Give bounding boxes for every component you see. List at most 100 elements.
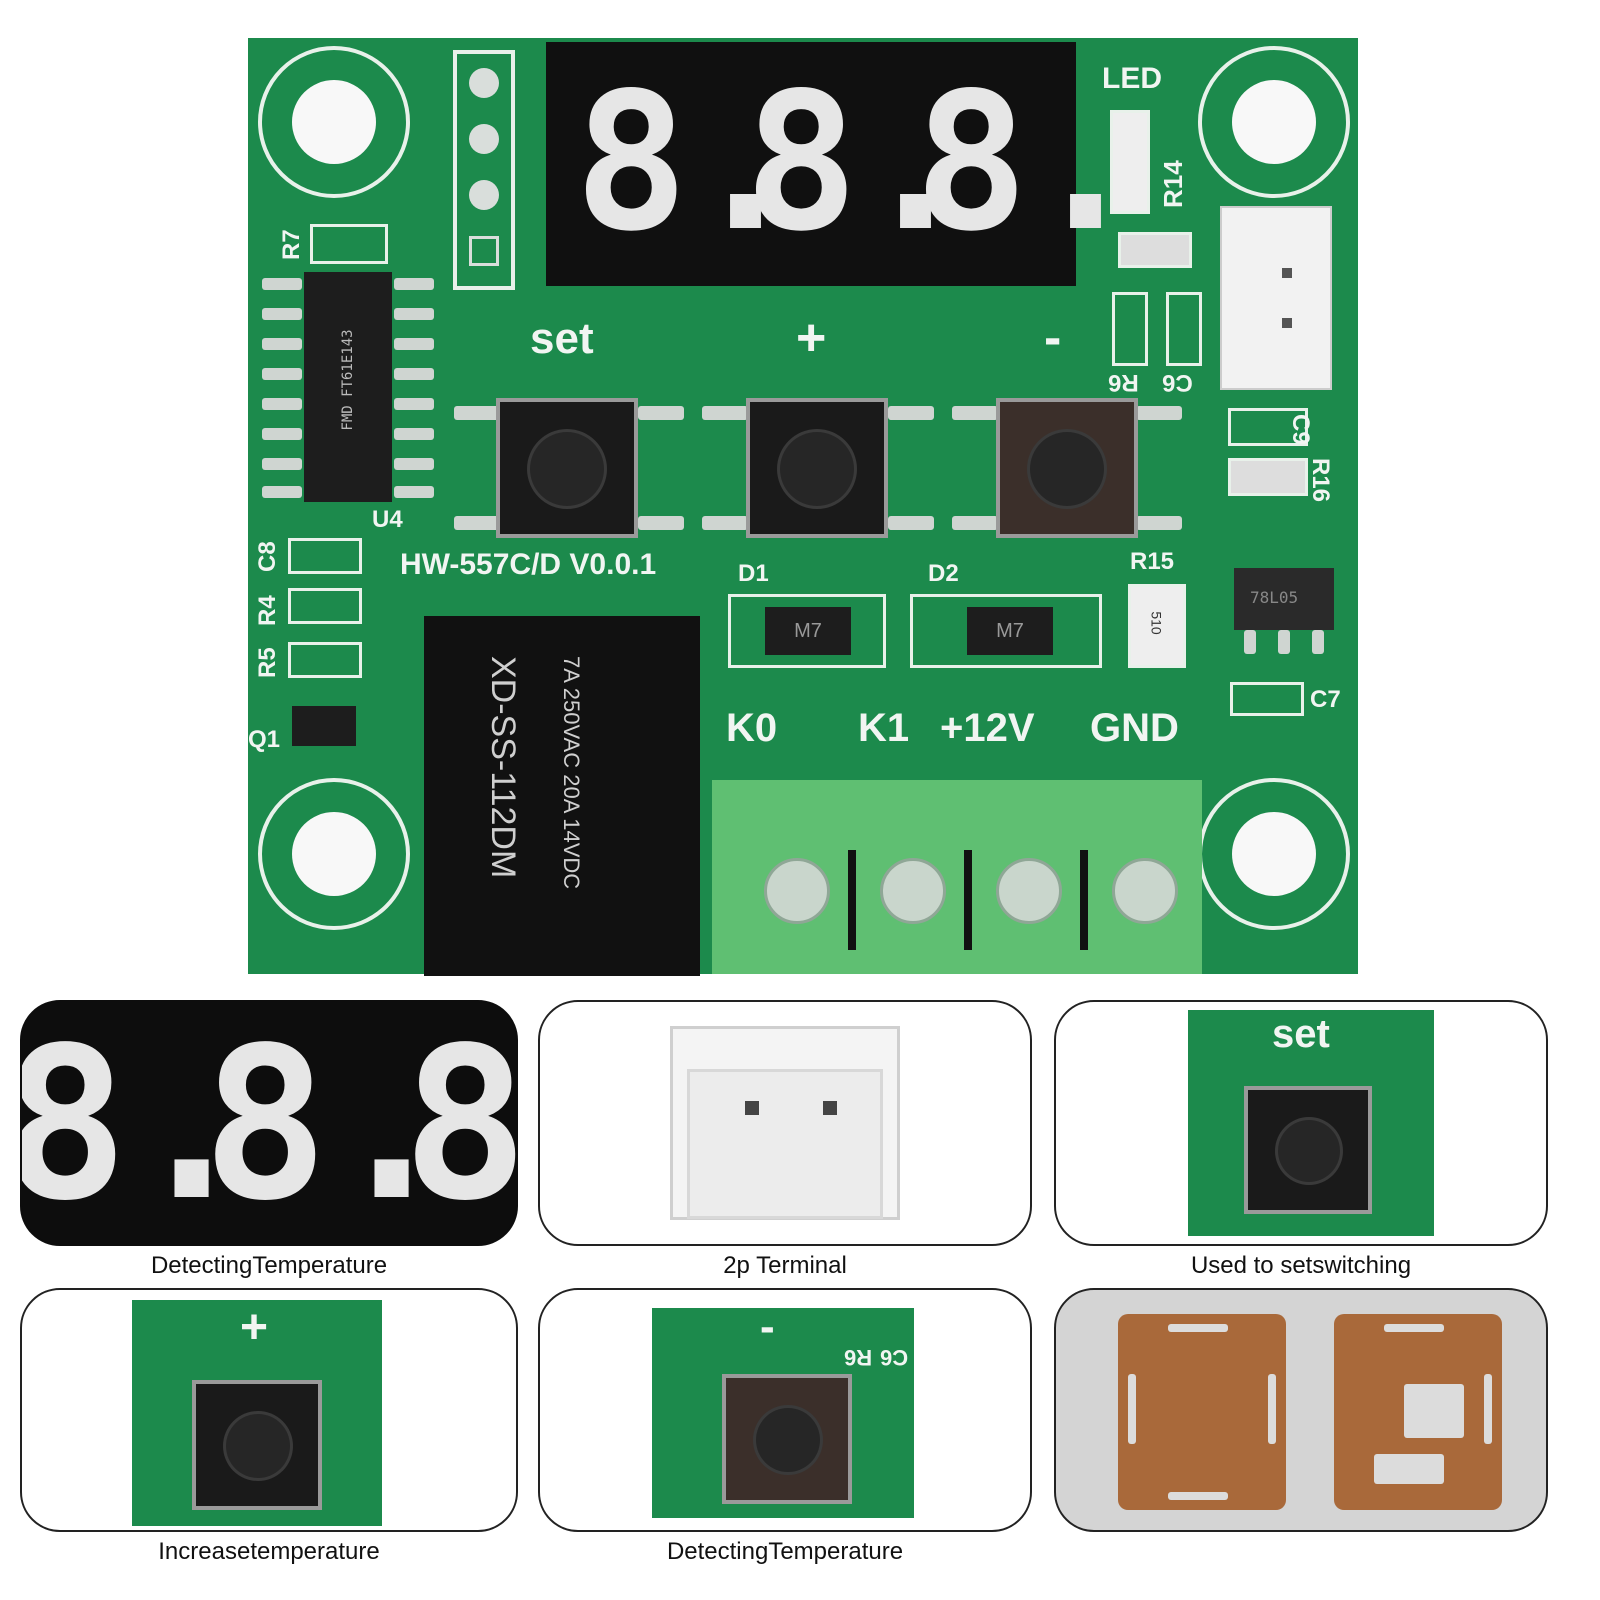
closeup-minus-button xyxy=(722,1374,852,1504)
relay: 7A 250VAC 20A 14VDC XD-SS-112DM xyxy=(424,616,700,976)
minus-button-closeup-icon: - R6 C6 xyxy=(652,1302,914,1518)
display-digit-3: 8. xyxy=(914,52,1143,273)
label-c7: C7 xyxy=(1310,686,1341,713)
label-r4: R4 xyxy=(254,595,281,626)
screw-terminal-k1[interactable] xyxy=(880,858,946,924)
label-c6: C6 xyxy=(1162,369,1193,396)
mount-hole-bottom-left xyxy=(258,778,410,930)
label-r15: R15 xyxy=(1130,548,1175,575)
chip-text-1: FMD xyxy=(340,405,356,431)
closeup-label-minus: - xyxy=(760,1302,775,1351)
set-button-cap[interactable] xyxy=(530,432,604,506)
label-d2: D2 xyxy=(928,560,959,587)
panel-acrylic-case xyxy=(1054,1288,1548,1532)
resistor-r15: 510 xyxy=(1128,584,1186,668)
microcontroller-u4: FMD FT61E143 xyxy=(304,272,392,502)
chip-text-2: FT61E143 xyxy=(340,329,356,397)
capacitor-c7 xyxy=(1230,682,1304,716)
label-terminal-gnd: GND xyxy=(1090,706,1179,750)
closeup-label-r6: R6 xyxy=(844,1345,873,1370)
mount-hole-top-left xyxy=(258,46,410,198)
resistor-r5 xyxy=(288,642,362,678)
resistor-r4 xyxy=(288,588,362,624)
label-set: set xyxy=(530,314,594,363)
label-d1: D1 xyxy=(738,560,769,587)
closeup-plus-button xyxy=(192,1380,322,1510)
resistor-r16 xyxy=(1228,458,1308,496)
plus-button-closeup-icon: + xyxy=(132,1300,382,1526)
connector-closeup-icon xyxy=(670,1026,900,1220)
two-pin-connector xyxy=(1220,206,1332,390)
label-terminal-k1: K1 xyxy=(858,706,910,750)
minus-button-cap[interactable] xyxy=(1030,432,1104,506)
label-c9: C9 xyxy=(1287,414,1314,445)
mount-hole-bottom-right xyxy=(1198,778,1350,930)
screw-terminal-block xyxy=(712,780,1202,974)
display-digit-1: 8. xyxy=(574,52,803,273)
resistor-r14 xyxy=(1118,232,1192,268)
resistor-r6 xyxy=(1112,292,1148,366)
panel-plus-button-closeup: + xyxy=(20,1288,518,1532)
display-digit-2: 8. xyxy=(744,52,973,273)
acrylic-plate-left xyxy=(1118,1314,1286,1510)
led xyxy=(1110,110,1150,214)
label-r6: R6 xyxy=(1108,369,1139,396)
label-led: LED xyxy=(1102,62,1162,95)
label-terminal-12v: +12V xyxy=(940,706,1035,750)
pin-header xyxy=(453,50,515,290)
diode-d2: M7 xyxy=(910,594,1102,668)
screw-terminal-gnd[interactable] xyxy=(1112,858,1178,924)
transistor-q1 xyxy=(292,706,356,746)
resistor-r15-marking: 510 xyxy=(1148,611,1165,635)
label-c8: C8 xyxy=(254,541,281,572)
label-r16: R16 xyxy=(1307,458,1334,503)
minus-button[interactable] xyxy=(996,398,1138,538)
panel-display-closeup: 8. 8. 8. xyxy=(20,1000,518,1246)
caption-panel-5: DetectingTemperature xyxy=(666,1538,904,1565)
plus-button[interactable] xyxy=(746,398,888,538)
panel-minus-button-closeup: - R6 C6 xyxy=(538,1288,1032,1532)
capacitor-c9 xyxy=(1228,408,1308,446)
mount-hole-top-right xyxy=(1198,46,1350,198)
label-model: HW-557C/D V0.0.1 xyxy=(400,548,657,581)
relay-rating-text: 7A 250VAC 20A 14VDC xyxy=(559,656,584,890)
label-r5: R5 xyxy=(254,647,281,678)
panel-connector-closeup xyxy=(538,1000,1032,1246)
panel-set-button-closeup: set xyxy=(1054,1000,1548,1246)
label-plus: + xyxy=(796,309,827,367)
caption-panel-3: Used to setswitching xyxy=(1190,1252,1412,1279)
pcb-board: 8. 8. 8. LED R14 R7 R6 C6 C9 R16 FMD FT6… xyxy=(248,38,1358,976)
diode-d2-body: M7 xyxy=(967,607,1053,655)
voltage-regulator: 78L05 xyxy=(1234,568,1334,630)
caption-panel-2: 2p Terminal xyxy=(723,1252,847,1279)
closeup-label-set: set xyxy=(1272,1012,1330,1056)
screw-terminal-k0[interactable] xyxy=(764,858,830,924)
diode-d1: M7 xyxy=(728,594,886,668)
set-button[interactable] xyxy=(496,398,638,538)
closeup-digit-1: 8. xyxy=(20,1002,255,1246)
capacitor-c8 xyxy=(288,538,362,574)
plus-button-cap[interactable] xyxy=(780,432,854,506)
closeup-label-plus: + xyxy=(240,1301,269,1354)
screw-terminal-12v[interactable] xyxy=(996,858,1062,924)
label-r7: R7 xyxy=(278,229,305,260)
closeup-digit-2: 8. xyxy=(202,1002,455,1246)
acrylic-plate-right xyxy=(1334,1314,1502,1510)
caption-panel-4: Increasetemperature xyxy=(158,1538,380,1565)
regulator-marking: 78L05 xyxy=(1250,588,1299,607)
relay-model-text: XD-SS-112DM xyxy=(484,656,522,879)
diode-d1-body: M7 xyxy=(765,607,851,655)
resistor-r7 xyxy=(310,224,388,264)
label-r14: R14 xyxy=(1158,160,1188,208)
caption-panel-1: DetectingTemperature xyxy=(150,1252,388,1279)
set-button-closeup-icon: set xyxy=(1188,1010,1434,1236)
label-q1: Q1 xyxy=(248,726,281,753)
capacitor-c6 xyxy=(1166,292,1202,366)
closeup-digit-3: 8. xyxy=(402,1002,518,1246)
closeup-set-button xyxy=(1244,1086,1372,1214)
label-terminal-k0: K0 xyxy=(726,706,778,750)
label-minus: - xyxy=(1044,309,1062,367)
closeup-label-c6: C6 xyxy=(880,1345,909,1370)
label-u4: U4 xyxy=(372,506,403,533)
seven-segment-display: 8. 8. 8. xyxy=(546,42,1143,286)
